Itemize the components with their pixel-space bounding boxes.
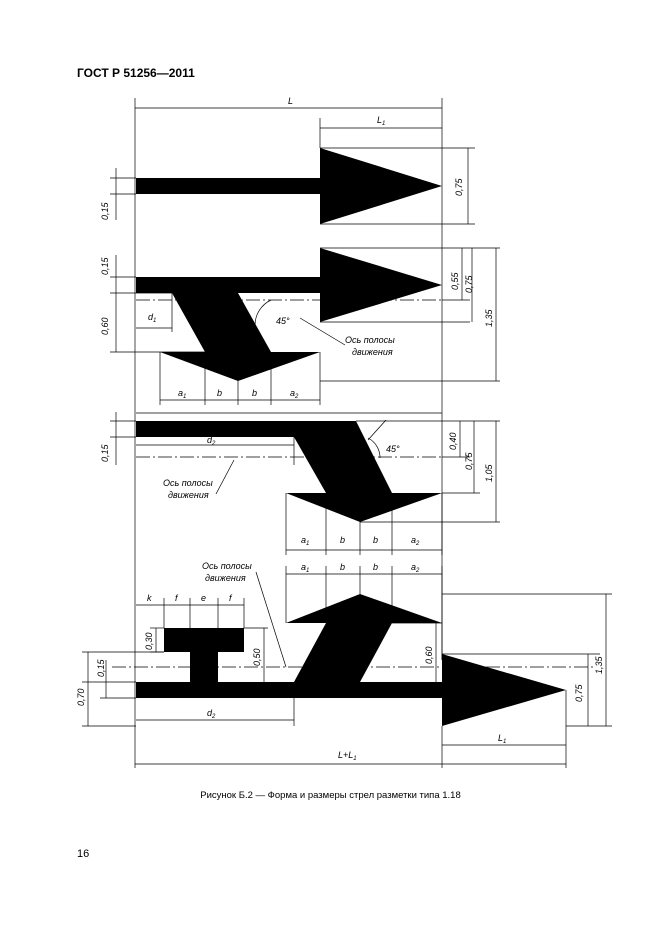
- label-axis-1-line1: Ось полосы: [345, 335, 395, 345]
- label-a2-1: a2: [290, 388, 299, 400]
- label-d2-a: d2: [207, 435, 216, 447]
- label-a2-2: a2: [411, 535, 420, 547]
- label-b-2: b: [252, 388, 257, 398]
- figure-caption: Рисунок Б.2 — Форма и размеры стрел разм…: [200, 790, 461, 801]
- label-135-b: 1,35: [594, 655, 604, 674]
- label-015-a: 0,15: [100, 201, 110, 220]
- arrow-right-down: [136, 248, 442, 381]
- label-e: e: [201, 593, 206, 603]
- label-060-b: 0,60: [424, 646, 434, 664]
- label-L1-bottom: L1: [498, 733, 506, 745]
- label-075-d: 0,75: [574, 683, 584, 702]
- label-b-3: b: [340, 535, 345, 545]
- label-015-d: 0,15: [96, 658, 106, 677]
- label-a1-1: a1: [178, 388, 186, 400]
- label-a1-2: a1: [301, 535, 309, 547]
- label-L-plus-L1: L+L1: [338, 750, 357, 762]
- label-a2-3: a2: [411, 562, 420, 574]
- label-axis-2-line2: движения: [168, 490, 209, 500]
- label-L1-top: L1: [377, 115, 385, 127]
- label-075-c: 0,75: [464, 451, 474, 470]
- arrow-straight-down: [136, 421, 442, 522]
- label-b-5: b: [340, 562, 345, 572]
- page-number: 16: [77, 848, 90, 860]
- label-105: 1,05: [484, 463, 494, 482]
- label-135-a: 1,35: [484, 308, 494, 327]
- arrow-complex: [136, 594, 566, 726]
- label-015-b: 0,15: [100, 256, 110, 275]
- label-45-b: 45°: [386, 444, 400, 454]
- label-055: 0,55: [450, 271, 460, 290]
- label-45-a: 45°: [276, 316, 290, 326]
- label-d1: d1: [148, 312, 156, 324]
- label-axis-2-line1: Ось полосы: [163, 478, 213, 488]
- label-k: k: [147, 593, 152, 603]
- label-b-6: b: [373, 562, 378, 572]
- label-b-1: b: [217, 388, 222, 398]
- label-f-1: f: [175, 593, 179, 603]
- label-axis-1-line2: движения: [352, 347, 393, 357]
- label-075-b: 0,75: [464, 274, 474, 293]
- label-L: L: [288, 96, 293, 106]
- label-f-2: f: [229, 593, 233, 603]
- label-b-4: b: [373, 535, 378, 545]
- label-axis-3-line2: движения: [205, 573, 246, 583]
- label-d2-b: d2: [207, 708, 216, 720]
- arrow-straight: [136, 148, 442, 224]
- label-040: 0,40: [448, 432, 458, 450]
- label-050: 0,50: [252, 648, 262, 666]
- label-015-c: 0,15: [100, 443, 110, 462]
- label-axis-3-line1: Ось полосы: [202, 561, 252, 571]
- label-030: 0,30: [144, 632, 154, 650]
- label-a1-3: a1: [301, 562, 309, 574]
- label-075-a: 0,75: [454, 177, 464, 196]
- document-title: ГОСТ Р 51256—2011: [77, 66, 195, 80]
- label-070: 0,70: [76, 688, 86, 706]
- label-060-a: 0,60: [100, 317, 110, 335]
